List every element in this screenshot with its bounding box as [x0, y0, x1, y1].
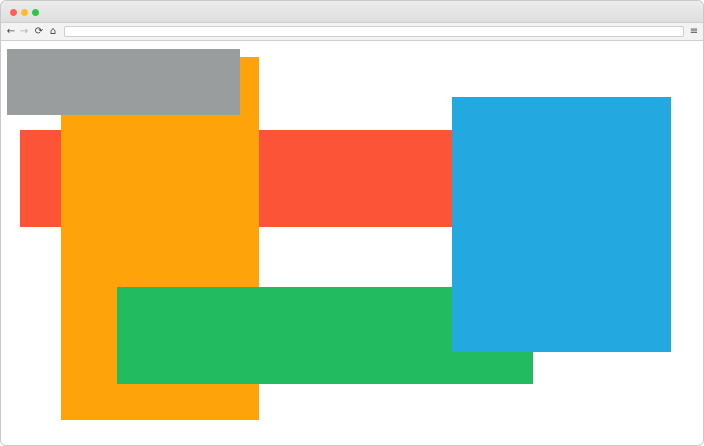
forward-arrow-icon[interactable]: → [19, 26, 29, 37]
back-arrow-icon[interactable]: ← [6, 26, 16, 37]
reload-icon[interactable]: ⟳ [34, 26, 44, 37]
address-bar[interactable] [64, 26, 684, 37]
blue-rectangle [452, 97, 671, 352]
menu-icon[interactable]: ≡ [689, 26, 699, 37]
gray-rectangle [7, 49, 240, 115]
title-bar [1, 1, 703, 23]
close-window-button[interactable] [10, 9, 17, 16]
minimize-window-button[interactable] [21, 9, 28, 16]
browser-toolbar: ← → ⟳ ⌂ ≡ [1, 23, 703, 41]
zoom-window-button[interactable] [32, 9, 39, 16]
home-icon[interactable]: ⌂ [49, 26, 57, 37]
